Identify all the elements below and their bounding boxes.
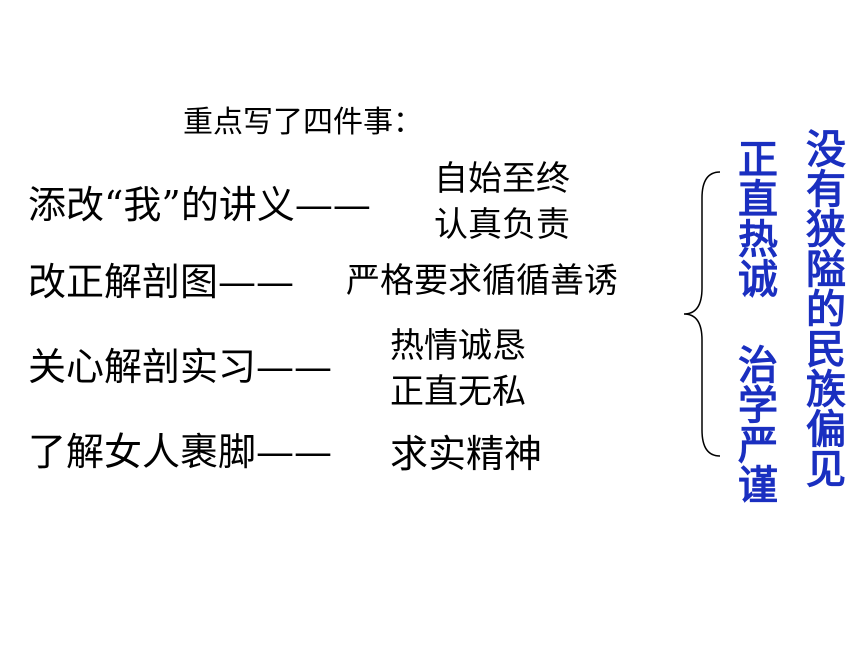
event-1-text: 添改“我”的讲义——	[28, 183, 371, 227]
event-2-quality-1: 严格要求循循善诱	[346, 261, 618, 301]
event-2-text: 改正解剖图——	[28, 260, 295, 304]
summary-column-1: 正直热诚 治学严谨	[731, 138, 777, 504]
event-1-quality-2: 认真负责	[434, 205, 570, 245]
summary-column-2: 没有狭隘的民族偏见	[799, 128, 845, 488]
event-3-quality-1: 热情诚恳	[390, 326, 526, 366]
event-4-quality-1: 求实精神	[390, 432, 543, 476]
event-4-text: 了解女人裹脚——	[28, 430, 333, 474]
event-3-text: 关心解剖实习——	[28, 345, 333, 389]
event-3-quality-2: 正直无私	[390, 372, 526, 412]
heading: 重点写了四件事：	[183, 105, 423, 140]
curly-brace-icon	[683, 171, 721, 457]
event-1-quality-1: 自始至终	[434, 159, 570, 199]
